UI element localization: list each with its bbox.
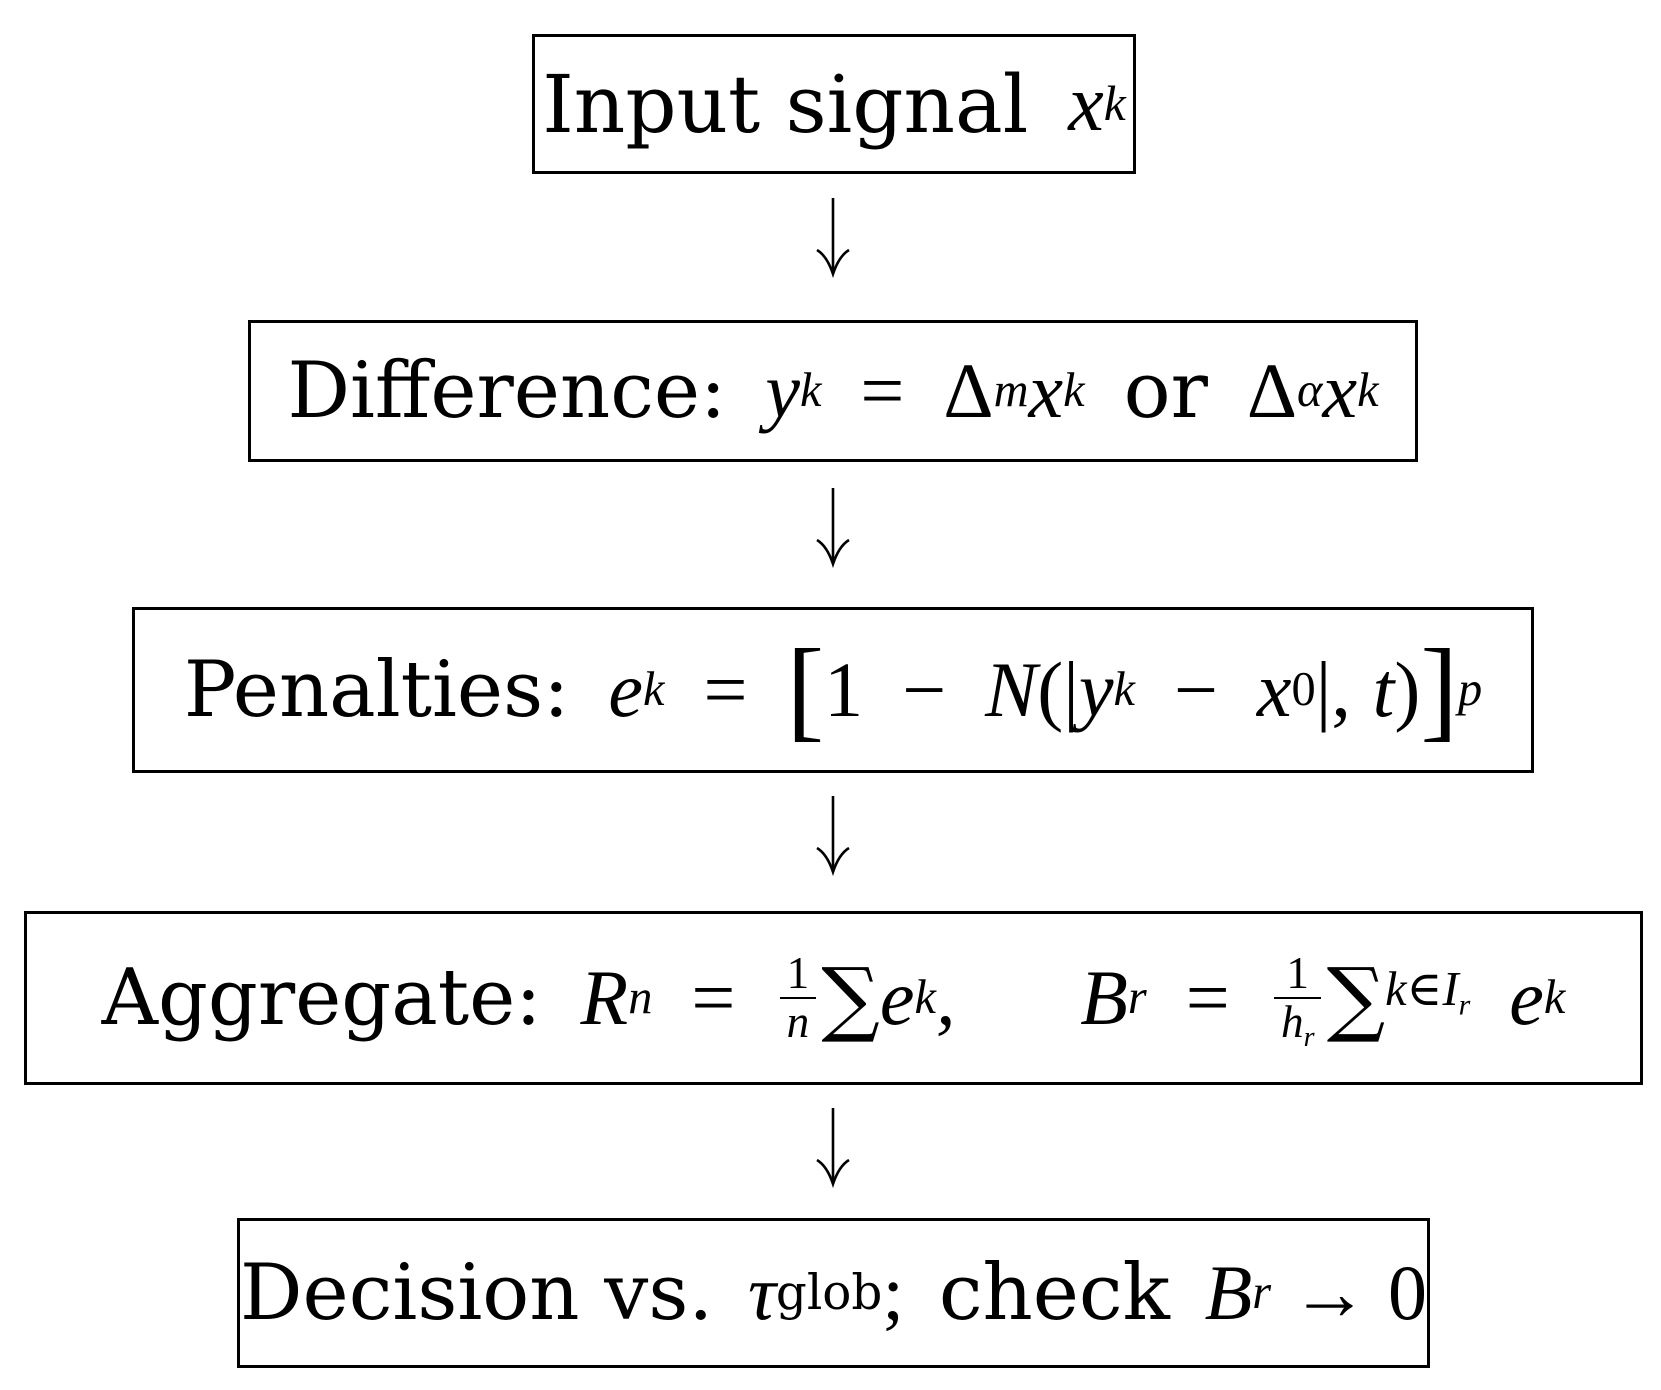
pen-bar-2: | <box>1315 646 1332 733</box>
agg-sum-2: ∑ <box>1326 950 1386 1046</box>
agg-e-2: e <box>1509 954 1544 1041</box>
agg-comma: , <box>935 954 956 1041</box>
diff-eq: = <box>860 347 905 434</box>
step-penalties-label: Penalties: <box>183 645 570 735</box>
agg-frac1-num: 1 <box>786 947 810 998</box>
agg-frac2-den-sub: r <box>1303 1021 1315 1053</box>
pen-comma: , <box>1331 646 1351 733</box>
agg-e-1: e <box>879 954 915 1041</box>
diff-x-2: x <box>1322 347 1358 434</box>
agg-sum-sub-I: I <box>1442 963 1459 1017</box>
agg-sum-sub-in: ∈ <box>1406 963 1443 1017</box>
agg-frac2-den: hr <box>1274 997 1322 1051</box>
agg-sum-2-sub: k∈Ir <box>1385 966 1470 1021</box>
agg-sum-1: ∑ <box>821 950 880 1046</box>
step-input-var: x <box>1068 59 1104 148</box>
dec-B: B <box>1204 1249 1253 1336</box>
diff-x-1: x <box>1028 347 1064 434</box>
pen-N: N <box>985 646 1038 733</box>
pen-eq: = <box>703 646 748 733</box>
diff-or: or <box>1123 346 1208 436</box>
pen-x: x <box>1256 646 1292 733</box>
dec-semicolon: ; <box>882 1249 905 1336</box>
pen-one: 1 <box>824 646 864 733</box>
down-arrow-icon <box>816 488 850 569</box>
dec-check: check <box>938 1248 1170 1338</box>
diff-delta-1: Δ <box>943 347 994 434</box>
dec-zero: 0 <box>1388 1249 1427 1336</box>
step-input-label: Input signal <box>542 57 1029 151</box>
pen-y: y <box>1078 646 1114 733</box>
step-decision-label: Decision vs. <box>240 1248 714 1338</box>
down-arrow-icon <box>816 796 850 877</box>
agg-frac2-num: 1 <box>1286 947 1310 998</box>
pen-minus-1: − <box>902 646 947 733</box>
down-arrow-icon <box>816 198 850 279</box>
agg-R: R <box>580 954 629 1041</box>
agg-eq-1: = <box>691 954 736 1041</box>
step-aggregate-label: Aggregate: <box>101 953 542 1043</box>
pen-lparen: ( <box>1037 646 1064 733</box>
pen-e: e <box>608 646 644 733</box>
diff-lhs: y <box>765 347 800 434</box>
dec-tau: τ <box>747 1249 776 1336</box>
agg-B: B <box>1080 954 1128 1041</box>
agg-frac2-den-h: h <box>1280 997 1304 1047</box>
agg-sum-sub-I-sub: r <box>1458 988 1471 1022</box>
agg-frac1-den: n <box>779 997 816 1046</box>
agg-eq-2: = <box>1185 954 1230 1041</box>
pen-rparen: ) <box>1394 646 1421 733</box>
diff-delta-2: Δ <box>1246 347 1298 434</box>
pen-bar-1: | <box>1063 646 1079 733</box>
down-arrow-icon <box>816 1108 850 1189</box>
agg-sum-sub-k: k <box>1385 963 1407 1017</box>
pen-t: t <box>1372 646 1395 733</box>
dec-arrow: → <box>1290 1249 1369 1336</box>
step-difference-label: Difference: <box>287 346 727 436</box>
pen-minus-2: − <box>1173 646 1218 733</box>
